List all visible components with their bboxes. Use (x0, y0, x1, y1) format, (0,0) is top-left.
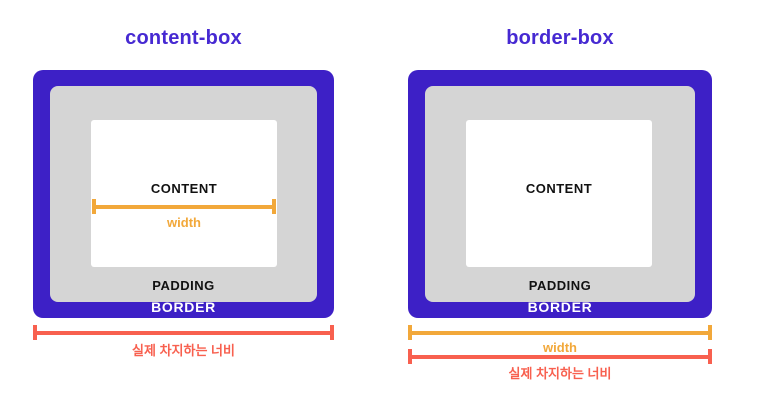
width-label: width (167, 215, 201, 230)
width-measure-line (408, 325, 712, 340)
panel-title: border-box (506, 27, 614, 49)
actual-width-label: 실제 차지하는 너비 (508, 366, 612, 381)
padding-label: PADDING (152, 278, 215, 293)
padding-label: PADDING (528, 278, 592, 293)
padding-region: CONTENT PADDING (425, 86, 695, 302)
content-label: CONTENT (525, 181, 593, 196)
width-measure-line (92, 199, 276, 214)
panel-title: content-box (125, 27, 242, 49)
content-label: CONTENT (150, 181, 218, 196)
border-region: CONTENT width PADDING BORDER (33, 70, 334, 318)
padding-region: CONTENT width PADDING (50, 86, 317, 302)
border-box-panel: border-box CONTENT PADDING BORDER width … (408, 0, 712, 402)
content-region: CONTENT width (91, 120, 277, 267)
content-box-panel: content-box CONTENT width PADDING BORDER… (33, 0, 334, 402)
content-region: CONTENT (466, 120, 652, 267)
border-label: BORDER (527, 299, 593, 315)
actual-width-label: 실제 차지하는 너비 (132, 343, 235, 358)
actual-width-measure-line (408, 349, 712, 364)
actual-width-measure-line (33, 325, 334, 340)
width-label: width (543, 340, 577, 355)
border-label: BORDER (151, 299, 216, 315)
border-region: CONTENT PADDING BORDER (408, 70, 712, 318)
